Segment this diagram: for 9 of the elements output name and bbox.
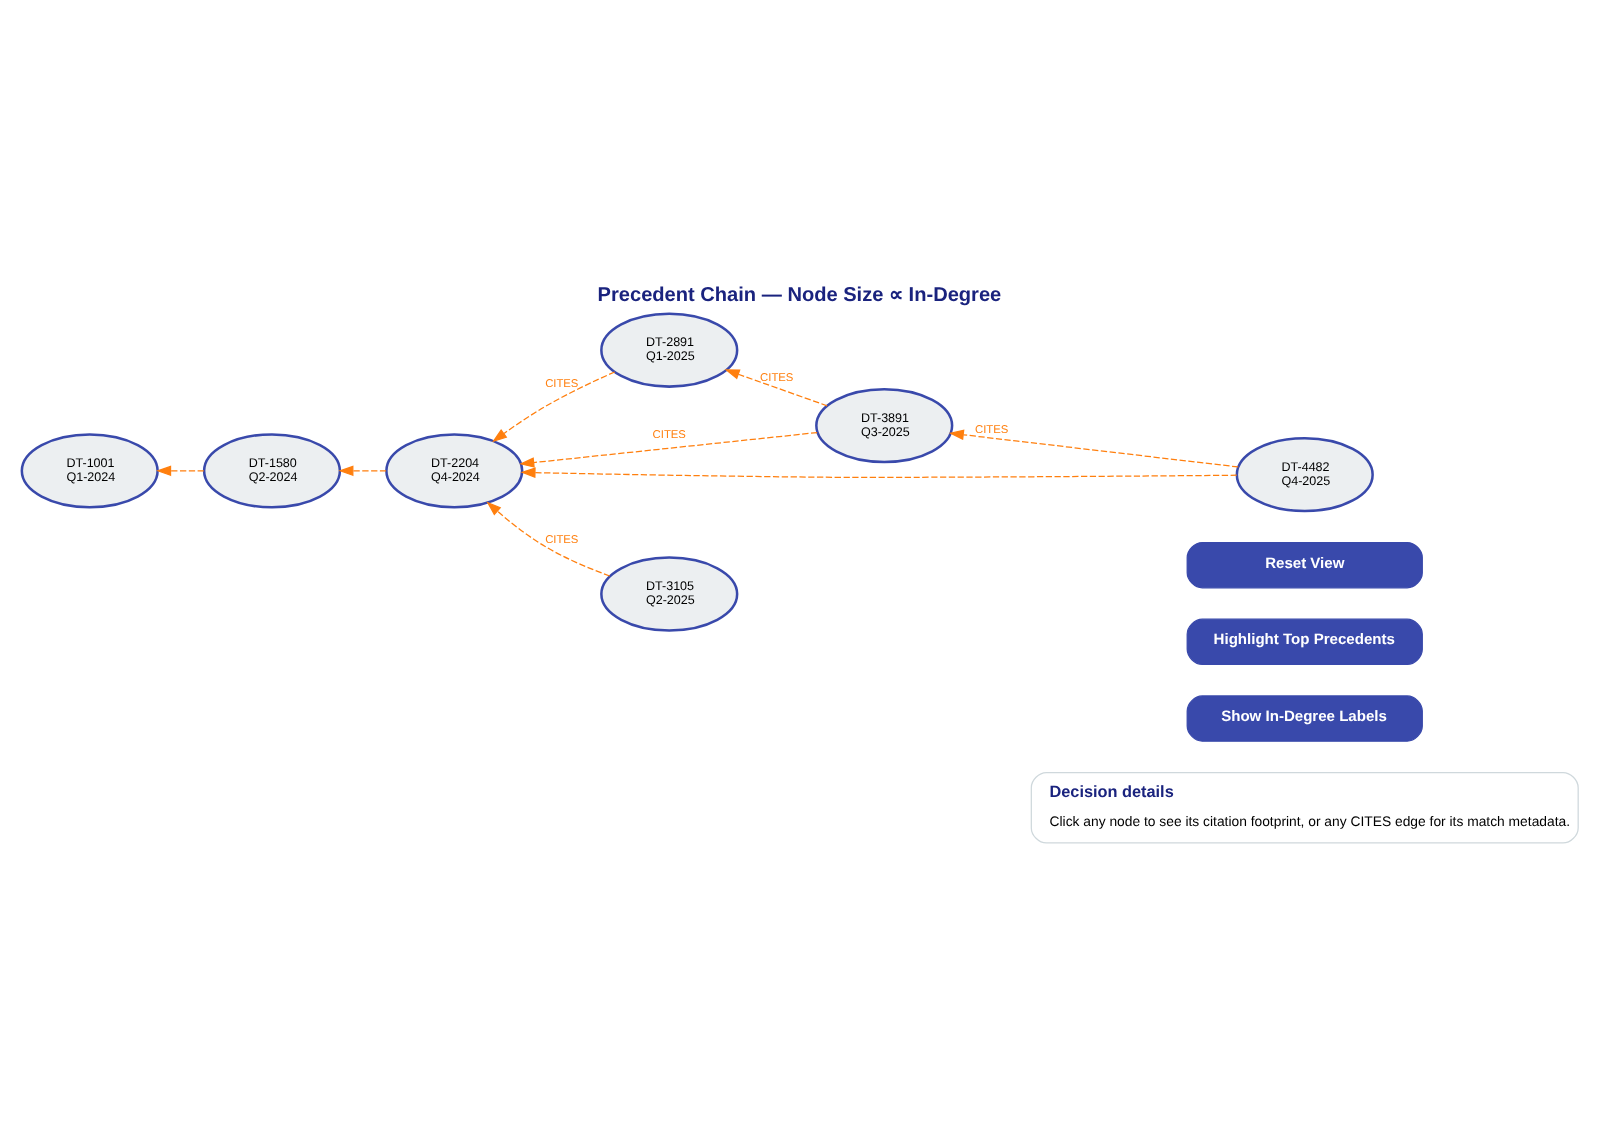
arrow: [156, 465, 205, 477]
diagram-title: Precedent Chain — Node Size ∝ In-Degree: [597, 284, 1002, 307]
arrow: [519, 431, 818, 468]
arrow: [338, 465, 387, 477]
arrow: [948, 429, 1239, 468]
arrow: [492, 371, 616, 443]
arrow: [520, 467, 1238, 479]
arrow: [486, 501, 611, 577]
arrow: [724, 369, 828, 407]
